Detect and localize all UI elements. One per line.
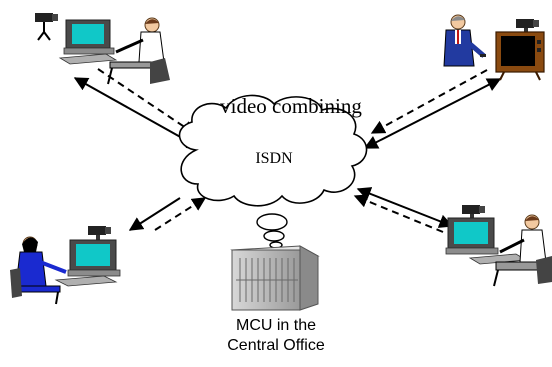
tv-icon	[495, 31, 545, 81]
participant-top-right	[443, 14, 545, 81]
arrow-dashed-top-left	[97, 68, 197, 135]
mcu-caption: MCU in the Central Office	[227, 317, 325, 354]
arrow-dashed-bottom-left	[154, 197, 207, 231]
arrow-solid-top-right	[363, 78, 502, 149]
arrow-solid-bottom-right	[356, 187, 454, 228]
mcu-caption-line1: MCU in the	[236, 317, 316, 334]
video-camera-icon	[516, 19, 539, 34]
video-camera-icon	[88, 226, 111, 241]
thought-bubbles	[256, 213, 288, 249]
video-camera-icon	[35, 13, 58, 41]
seated-person-icon	[107, 17, 170, 85]
thought-bubble-large	[256, 213, 288, 231]
thought-bubble-medium	[263, 230, 285, 242]
desktop-computer-icon	[54, 239, 121, 287]
desktop-computer-icon	[445, 217, 528, 265]
mcu-caption-line2: Central Office	[227, 337, 325, 354]
connections	[73, 68, 502, 233]
cloud-icon	[178, 94, 368, 207]
arrow-dashed-bottom-right	[353, 194, 444, 233]
desktop-computer-icon	[58, 19, 118, 65]
participant-top-left	[35, 13, 170, 85]
arrow-solid-bottom-left	[128, 197, 181, 231]
seated-person-icon	[493, 214, 552, 287]
standing-person-icon	[443, 14, 486, 67]
arrow-dashed-top-right	[370, 69, 488, 134]
network-label: video combining	[220, 94, 362, 118]
video-camera-icon	[462, 205, 485, 220]
isdn-cloud: ISDN	[178, 94, 368, 207]
mcu-server-icon	[230, 245, 320, 311]
cloud-label: ISDN	[255, 150, 293, 167]
seated-person-icon	[10, 236, 67, 305]
participant-bottom-left	[10, 226, 121, 305]
participant-bottom-right	[445, 205, 552, 287]
